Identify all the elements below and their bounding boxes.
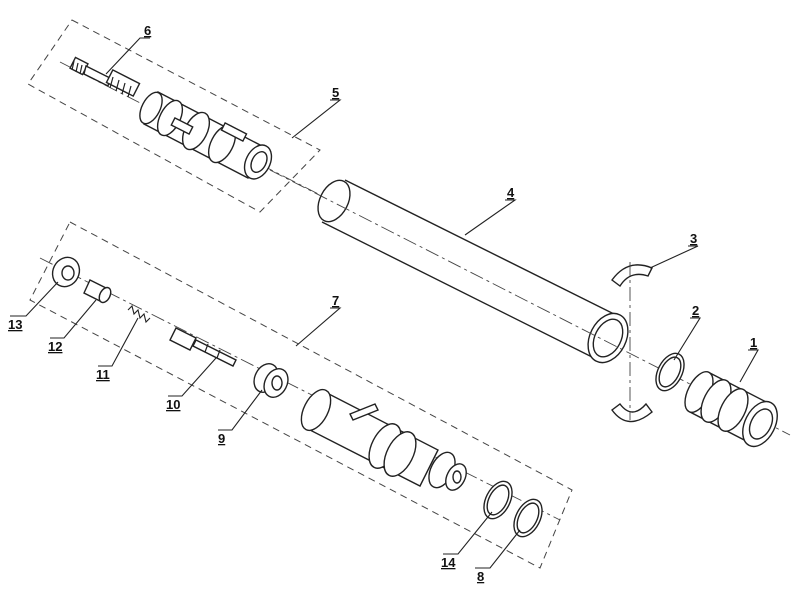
part-7-piston-body <box>300 388 467 491</box>
part-14-o-ring <box>483 480 513 520</box>
callout-12: 12 <box>48 339 62 354</box>
leader-4 <box>464 199 517 236</box>
part-3-split-ring-halves <box>611 262 653 423</box>
part-10-pin <box>169 327 237 367</box>
part-6-threaded-pin <box>69 56 141 98</box>
lower-subassembly-group <box>29 221 573 569</box>
callout-9: 9 <box>218 431 225 446</box>
part-13-washer <box>51 256 81 288</box>
callout-3: 3 <box>690 231 697 246</box>
leader-9 <box>218 389 263 431</box>
callout-11: 11 <box>96 367 110 382</box>
upper-subassembly-group <box>27 19 331 213</box>
part-5-valve-body <box>139 91 273 180</box>
leader-11 <box>98 317 139 367</box>
lower-group-dashed-outline <box>29 221 573 569</box>
part-4-cylinder-tube <box>317 179 629 364</box>
leader-8 <box>475 529 521 569</box>
part-11-spring <box>127 304 151 324</box>
part-12-bushing <box>83 279 112 304</box>
callout-14: 14 <box>441 555 456 570</box>
callout-1: 1 <box>750 335 757 350</box>
leader-12 <box>50 299 97 339</box>
leader-10 <box>168 357 217 397</box>
callout-8: 8 <box>477 569 484 584</box>
leader-13 <box>10 281 59 317</box>
leader-1 <box>739 349 759 383</box>
callout-10: 10 <box>166 397 180 412</box>
callout-4: 4 <box>507 185 515 200</box>
callout-13: 13 <box>8 317 22 332</box>
leader-lines <box>10 37 759 569</box>
part-1-end-cap <box>684 371 778 448</box>
callout-2: 2 <box>692 303 699 318</box>
leader-7 <box>295 307 342 347</box>
leader-3 <box>649 245 699 269</box>
part-2-o-ring <box>655 352 685 392</box>
upper-group-dashed-outline <box>27 19 321 213</box>
lower-centerline <box>39 257 561 521</box>
callout-labels: 1 2 3 4 5 6 7 8 9 10 11 12 13 14 <box>8 23 757 584</box>
callout-6: 6 <box>144 23 151 38</box>
part-8-o-ring <box>513 498 543 538</box>
leader-6 <box>105 37 150 75</box>
leader-2 <box>673 317 701 361</box>
callout-7: 7 <box>332 293 339 308</box>
callout-5: 5 <box>332 85 339 100</box>
leader-14 <box>443 511 493 555</box>
leader-5 <box>291 99 342 139</box>
part-9-nut <box>253 363 289 398</box>
